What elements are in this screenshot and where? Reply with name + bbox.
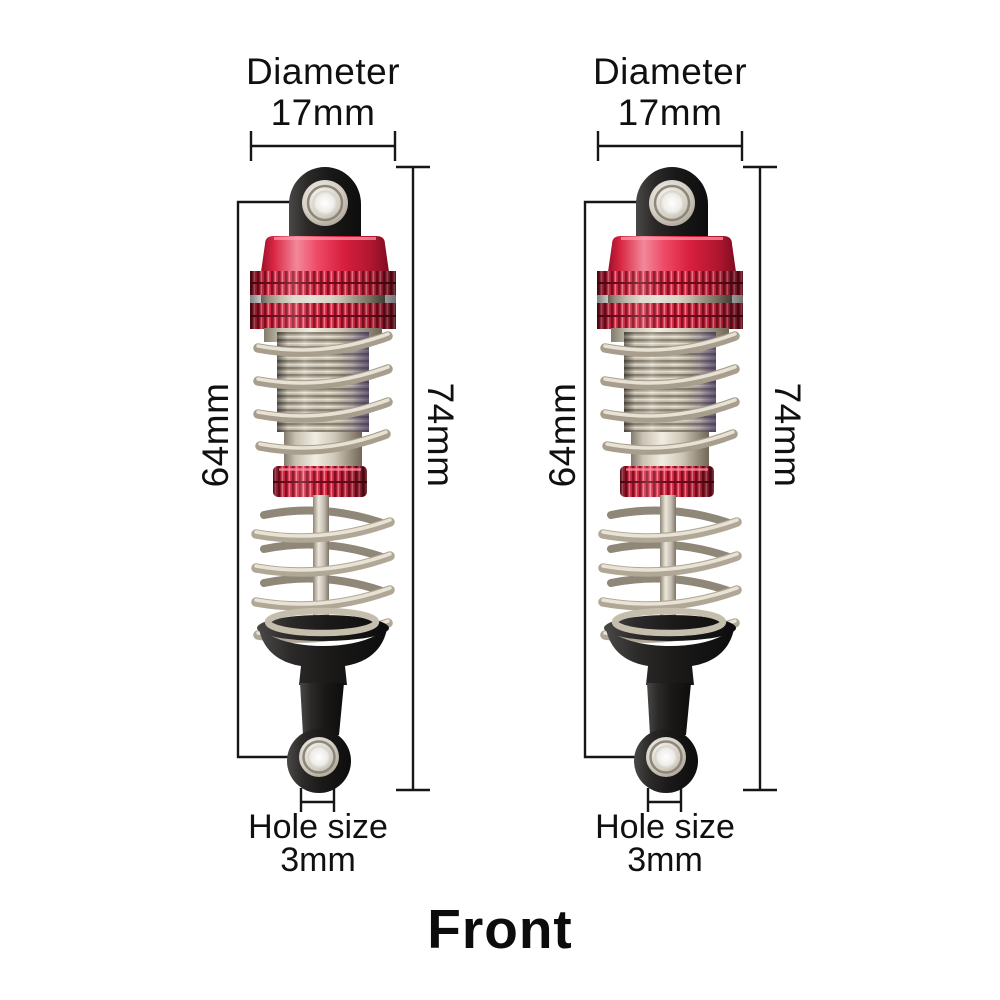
hole-size-label-word: Hole size [248, 808, 388, 846]
diameter-label-value: 17mm [617, 92, 723, 133]
diameter-label-value: 17mm [270, 92, 376, 133]
total-length-label: 74mm [420, 382, 461, 488]
inner-length-label: 64mm [542, 382, 583, 488]
diameter-label: Diameter 17mm [550, 51, 790, 133]
hole-size-label-value: 3mm [627, 841, 703, 879]
hole-size-label: Hole size 3mm [198, 808, 438, 879]
hole-size-label-value: 3mm [280, 841, 356, 879]
hole-size-label-word: Hole size [595, 808, 735, 846]
shock-absorber-art [238, 131, 430, 812]
total-length-label: 74mm [767, 382, 808, 488]
diameter-label-word: Diameter [245, 51, 401, 92]
diameter-label-word: Diameter [592, 51, 748, 92]
shock-unit-left: Diameter 17mm 64mm 74mm Hole size 3mm [180, 45, 480, 890]
shock-unit-right: Diameter 17mm 64mm 74mm Hole size 3mm [527, 45, 827, 890]
shock-absorber-art [585, 131, 777, 812]
inner-length-label: 64mm [195, 382, 236, 488]
diameter-label: Diameter 17mm [203, 51, 443, 133]
hole-size-label: Hole size 3mm [545, 808, 785, 879]
view-label: Front [427, 898, 573, 960]
